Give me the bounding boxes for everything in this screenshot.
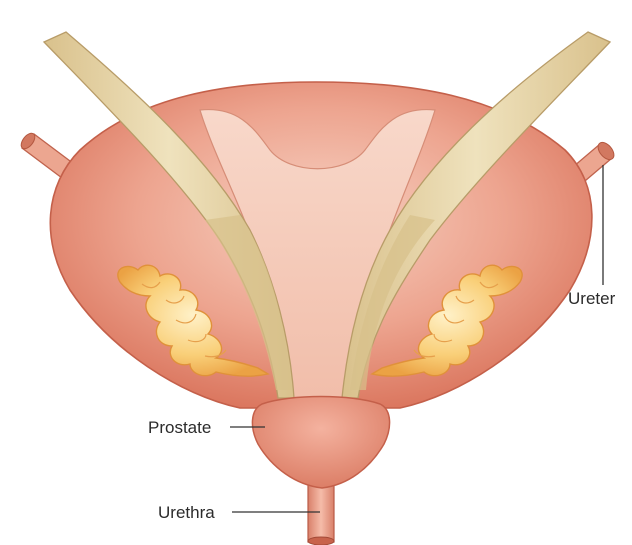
ureter-label: Ureter (568, 289, 616, 308)
prostate (252, 397, 389, 489)
urethra-label: Urethra (158, 503, 215, 522)
prostate-label: Prostate (148, 418, 211, 437)
